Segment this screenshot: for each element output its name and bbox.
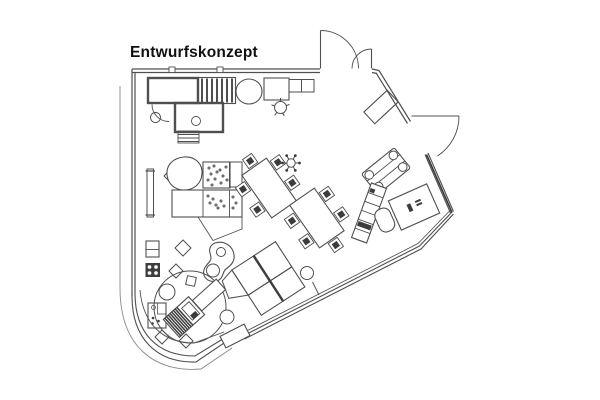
small-steps	[177, 130, 200, 144]
sample-dots	[206, 164, 238, 210]
conference-chairs	[234, 152, 350, 254]
wall-ticks	[168, 66, 224, 73]
radiator	[145, 168, 155, 218]
entrance-double-door	[319, 30, 373, 69]
round-rug	[153, 270, 227, 344]
facade-tick	[312, 281, 320, 296]
round-rug-group	[153, 263, 235, 349]
table-chair	[271, 98, 290, 117]
plant	[281, 154, 301, 172]
angled-desk-cluster	[221, 240, 306, 317]
lounge-sofa	[361, 147, 411, 195]
storage-room	[146, 76, 200, 105]
stool-diamond	[174, 239, 192, 257]
piano-desk	[162, 295, 206, 339]
pouf	[300, 266, 314, 280]
desk-chair	[374, 207, 396, 233]
kidney-table	[174, 239, 235, 282]
stool-diamonds	[154, 263, 194, 349]
workstation-desk	[374, 183, 441, 233]
angled-panel	[197, 216, 243, 242]
wc-room	[150, 101, 225, 144]
sink-unit	[147, 302, 167, 329]
plan-title: Entwurfskonzept	[130, 44, 258, 61]
envelope-walls	[119, 68, 412, 296]
column-ellipse	[235, 78, 263, 105]
facade-door-block	[219, 323, 251, 349]
kitchenette	[145, 240, 167, 329]
wall-shelf	[288, 79, 315, 93]
sideboard	[363, 89, 399, 125]
side-door-diagonal	[411, 115, 460, 157]
organic-blob-table	[163, 156, 203, 191]
conference-table-with-chairs	[234, 152, 350, 254]
staircase	[196, 76, 237, 105]
small-square-stool	[185, 275, 197, 287]
door-swing	[151, 104, 170, 122]
glass-facade	[241, 152, 455, 340]
side-table	[263, 77, 290, 117]
monitor-icon	[406, 198, 423, 213]
poufs	[158, 283, 235, 325]
